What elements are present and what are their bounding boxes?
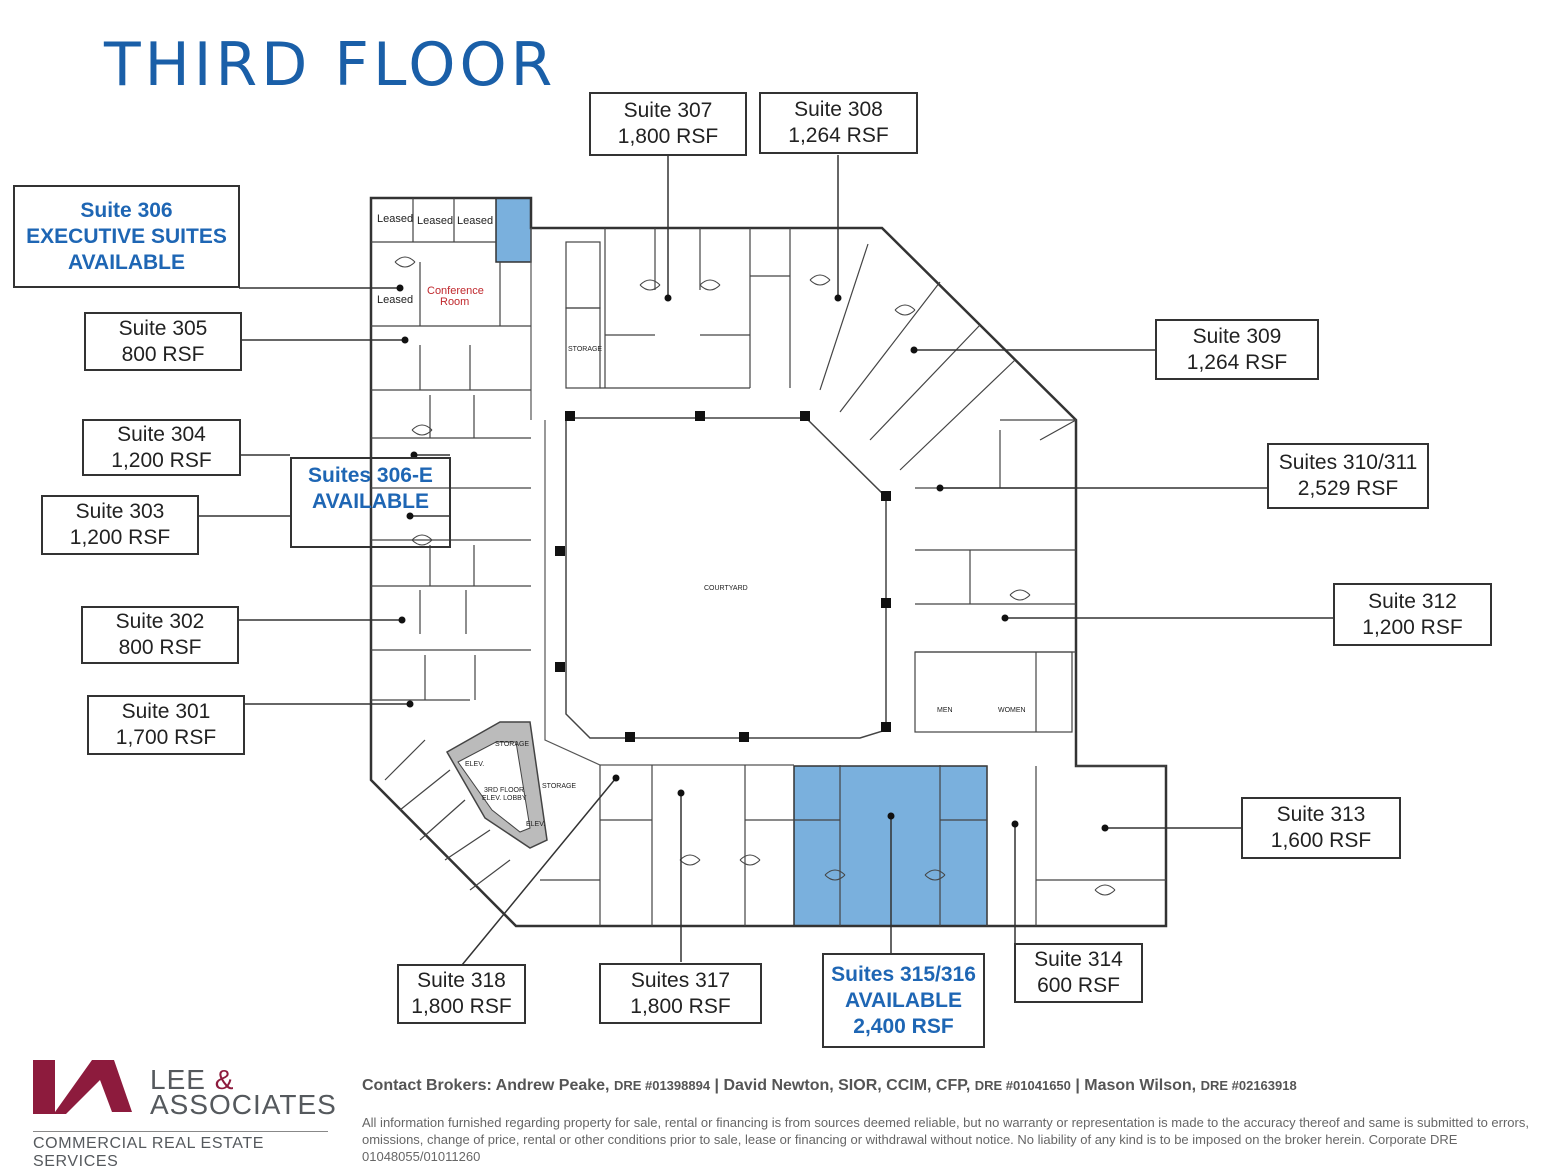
leader-lines [199,155,1333,966]
suite-310-311-name: Suites 310/311 [1278,451,1418,474]
suite-313-name: Suite 313 [1276,803,1366,826]
suite-309-size: 1,264 RSF [1186,350,1288,374]
broker-2-name: David Newton, SIOR, CCIM, CFP, [723,1077,971,1094]
men-label: MEN [937,707,953,714]
suite-318-size: 1,800 RSF [411,995,512,1018]
suite-306-label[interactable]: Suite 306 EXECUTIVE SUITES AVAILABLE [13,185,240,288]
suite-314-size: 600 RSF [1037,974,1120,997]
suite-318-name: Suite 318 [417,969,506,992]
storage-label-top: STORAGE [568,346,602,353]
leased-label-1: Leased [377,213,413,225]
broker-2-dre: DRE #01041650 [974,1078,1071,1093]
logo-lee-word: LEE [150,1064,206,1095]
suite-317-size: 1,800 RSF [630,994,731,1018]
suite-309-name: Suite 309 [1192,324,1282,348]
suite-306e-label[interactable]: Suites 306-E AVAILABLE [290,457,451,548]
leased-label-2: Leased [417,215,453,227]
suite-303-size: 1,200 RSF [69,526,171,549]
broker-3-name: Mason Wilson, [1084,1077,1197,1094]
elev-label-1: ELEV. [465,761,484,768]
suite-304-size: 1,200 RSF [111,448,212,472]
top-wing-walls [565,228,1077,733]
suite-318-label[interactable]: Suite 318 1,800 RSF [397,964,526,1024]
door-swings [394,256,1116,896]
suite-315-316-name: Suites 315/316 [831,962,976,986]
suite-315-316-size: 2,400 RSF [853,1014,954,1038]
suite-306-name: Suite 306 [80,198,173,222]
conference-room-label-2: Room [440,296,469,308]
logo-tagline: COMMERCIAL REAL ESTATE SERVICES [33,1131,328,1171]
leased-label-3: Leased [457,215,493,227]
suite-307-label[interactable]: Suite 307 1,800 RSF [589,92,747,156]
storage-label-lobby: STORAGE [495,741,529,748]
courtyard-label: COURTYARD [704,585,748,592]
separator-2: | [1070,1077,1085,1094]
suite-302-name: Suite 302 [115,610,205,633]
broker-1-dre: DRE #01398894 [613,1078,711,1093]
suite-310-311-size: 2,529 RSF [1297,477,1399,500]
corridor-inner-outline [530,228,794,766]
columns [555,411,891,742]
conference-room-label-1: Conference [427,285,484,297]
suite-302-size: 800 RSF [118,636,202,659]
suite-317-name: Suites 317 [630,968,731,992]
disclaimer: All information furnished regarding prop… [362,1115,1529,1164]
suite-308-name: Suite 308 [794,98,883,121]
suite-301-size: 1,700 RSF [115,726,217,749]
storage-label-bottom: STORAGE [542,783,576,790]
leader-dots [396,284,1109,832]
suite-305-label[interactable]: Suite 305 800 RSF [84,312,242,371]
elev-label-2: ELEV. [526,821,545,828]
left-wing-walls [371,198,531,891]
suite-306e-name: Suites 306-E [308,464,433,487]
logo-ampersand: & [214,1064,235,1095]
suite-307-size: 1,800 RSF [617,125,719,148]
separator-1: | [710,1077,724,1094]
suite-312-size: 1,200 RSF [1362,615,1463,639]
courtyard [565,417,887,739]
suite-308-size: 1,264 RSF [788,124,889,147]
suite-317-label[interactable]: Suites 317 1,800 RSF [599,963,762,1024]
broker-3-dre: DRE #02163918 [1200,1078,1297,1093]
suite-315-316-status: AVAILABLE [844,988,963,1012]
suite-315-316-label[interactable]: Suites 315/316 AVAILABLE 2,400 RSF [822,953,985,1048]
suite-307-name: Suite 307 [623,99,713,122]
suite-313-label[interactable]: Suite 313 1,600 RSF [1241,797,1401,859]
page-title: THIRD FLOOR [104,30,557,100]
suite-312-name: Suite 312 [1368,589,1457,613]
suite-305-name: Suite 305 [118,316,208,340]
suite-302-label[interactable]: Suite 302 800 RSF [81,606,239,664]
suite-304-name: Suite 304 [117,422,206,446]
suite-314-name: Suite 314 [1034,948,1123,971]
suite-303-label[interactable]: Suite 303 1,200 RSF [41,495,199,555]
suite-303-name: Suite 303 [75,500,165,523]
suite-304-label[interactable]: Suite 304 1,200 RSF [82,419,241,476]
lee-associates-logo-icon [33,1060,132,1114]
logo-text-associates: ASSOCIATES [150,1089,337,1120]
suite-314-label[interactable]: Suite 314 600 RSF [1014,943,1143,1003]
suite-309-label[interactable]: Suite 309 1,264 RSF [1155,319,1319,380]
suite-310-311-label[interactable]: Suites 310/311 2,529 RSF [1267,443,1429,509]
leased-label-4: Leased [377,294,413,306]
suite-305-size: 800 RSF [121,342,205,366]
suite-312-label[interactable]: Suite 312 1,200 RSF [1333,583,1492,646]
logo-text-lee: LEE & [150,1064,234,1096]
suite-313-size: 1,600 RSF [1270,829,1372,852]
suite-308-label[interactable]: Suite 308 1,264 RSF [759,92,918,154]
lobby-label-1: 3RD FLOOR [484,787,524,794]
broker-1-name: Andrew Peake, [495,1077,610,1094]
suite-306-status: AVAILABLE [67,250,186,274]
lobby-label-2: ELEV. LOBBY [482,795,527,802]
suite-306-highlight [495,197,532,263]
suite-301-name: Suite 301 [121,700,211,723]
contact-brokers: Contact Brokers: Andrew Peake, DRE #0139… [362,1077,1297,1095]
suite-306e-status: AVAILABLE [311,490,430,513]
suite-301-label[interactable]: Suite 301 1,700 RSF [87,695,245,755]
suite-306-desc: EXECUTIVE SUITES [26,224,227,248]
brokers-prefix: Contact Brokers: [362,1077,496,1094]
bottom-wing-walls [540,765,1166,926]
women-label: WOMEN [998,707,1026,714]
